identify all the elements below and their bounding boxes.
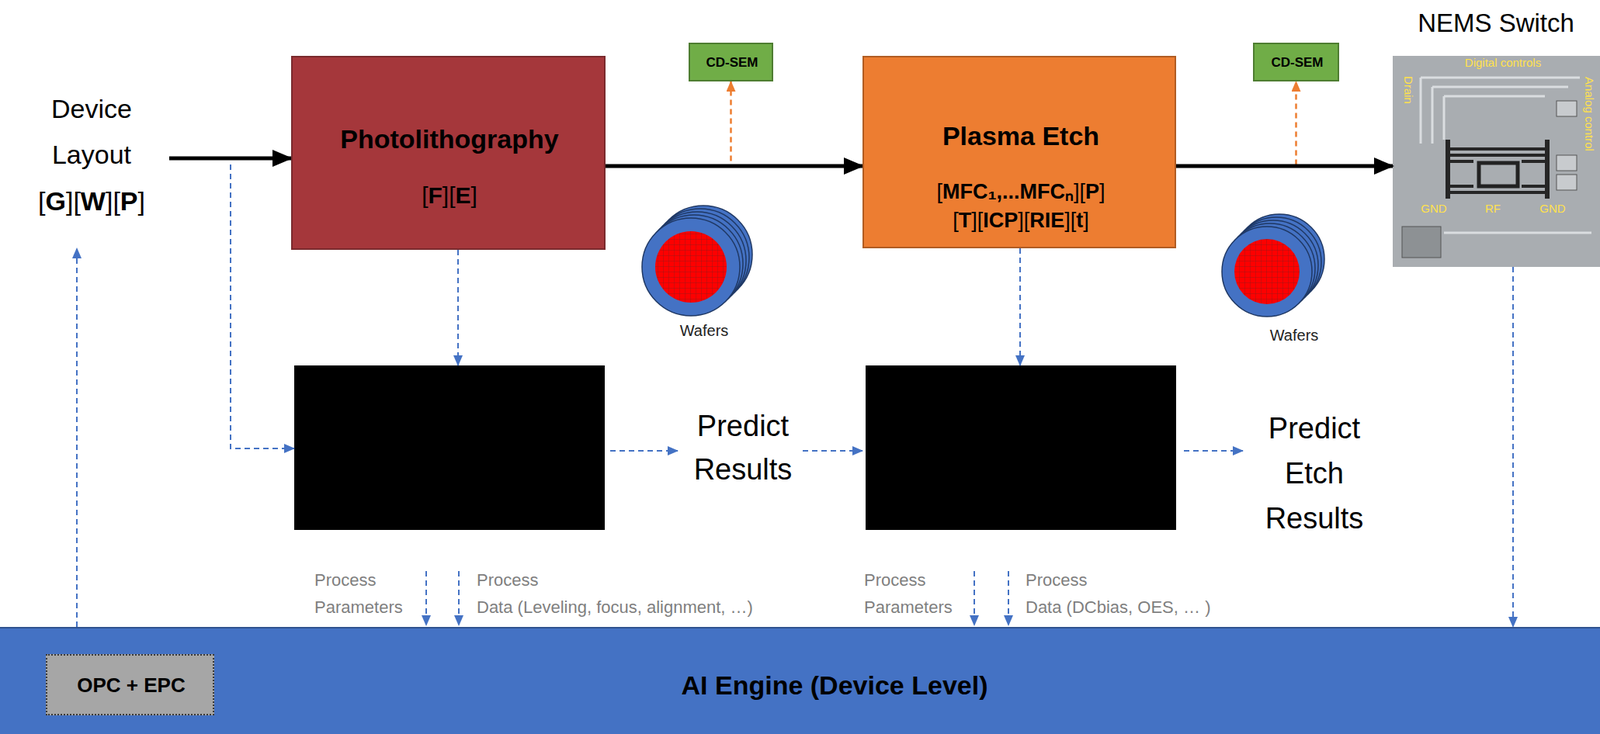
bold-run: P <box>120 186 139 216</box>
nems-chip-photo <box>1392 55 1600 268</box>
drawing-rect <box>1450 159 1474 164</box>
node-text: [F][E] <box>421 181 478 210</box>
node-text: Device Layout <box>51 86 132 178</box>
bold-run: G <box>45 186 66 216</box>
drawing-path <box>425 571 427 626</box>
drawing-path <box>802 450 863 452</box>
drawing-circle <box>655 231 727 303</box>
drawing-rect <box>1556 155 1577 171</box>
bold-run: P <box>1085 180 1100 204</box>
drawing-rect <box>1556 100 1577 117</box>
metrology-box: CD-SEM <box>1252 42 1340 82</box>
input-note: Process Parameters <box>314 566 403 622</box>
input-note: Process Data (Leveling, focus, alignment… <box>476 566 754 622</box>
drawing-rect <box>1450 184 1474 188</box>
drawing-rect <box>1450 190 1545 195</box>
drawing-path <box>458 571 460 626</box>
drawing-path <box>457 249 459 366</box>
flow-arrow <box>605 81 732 167</box>
result-label: Predict Etch Results <box>1265 406 1364 542</box>
input-note: Process Parameters <box>864 566 953 622</box>
flow-arrow <box>1176 164 1393 169</box>
drawing-path <box>1019 248 1021 366</box>
chip-label: Analog control <box>1582 76 1597 152</box>
drawing-path <box>973 571 976 626</box>
drawing-rect <box>1402 226 1441 258</box>
bold-run: E <box>454 182 471 209</box>
layout-block: Device Layout [G][W][P] <box>13 85 170 249</box>
model-box <box>865 365 1177 531</box>
drawing-rect <box>1478 163 1518 187</box>
node-text: Photolithography <box>340 123 559 156</box>
node-text: Plasma Etch <box>942 120 1100 153</box>
drawing-path <box>610 450 678 452</box>
drawing-path <box>1420 77 1592 233</box>
wafer-stack <box>1221 214 1325 317</box>
drawing-rect <box>1544 139 1550 199</box>
process-box: Plasma Etch [MFC₁,...MFCₙ][P] [T][ICP][RI… <box>862 55 1177 249</box>
flow-arrow <box>76 248 78 628</box>
input-note: Process Data (DCbias, OES, … ) <box>1025 566 1211 622</box>
model-box <box>294 365 605 531</box>
device-photo: NEMS Switch <box>1392 3 1600 268</box>
bold-run: W <box>80 186 106 216</box>
metrology-box: CD-SEM <box>688 42 774 82</box>
drawing-path <box>1183 450 1243 452</box>
node-text: OPC + EPC <box>76 673 185 698</box>
drawing-path <box>1007 571 1010 626</box>
chip-label: Digital controls <box>1464 55 1541 70</box>
chip-label: Drain <box>1401 76 1416 105</box>
bold-run: t <box>1075 208 1083 233</box>
wafer-stack <box>642 205 753 316</box>
drawing-rect <box>1445 139 1451 199</box>
bold-run: ICP <box>982 208 1018 233</box>
node-text: CD-SEM <box>705 55 758 71</box>
flow-arrow <box>1176 81 1297 167</box>
bold-run: F <box>427 182 442 209</box>
drawing-rect <box>1521 184 1545 188</box>
drawing-circle <box>642 218 740 316</box>
process-box: Photolithography [F][E] <box>291 55 606 250</box>
bold-run: RIE <box>1029 208 1065 233</box>
drawing-rect <box>1450 153 1545 157</box>
drawing-rect <box>1450 147 1545 151</box>
flow-arrow <box>1512 267 1514 628</box>
bold-run: T <box>958 208 972 233</box>
drawing-rect <box>1556 174 1577 191</box>
drawing-rect <box>1392 55 1600 268</box>
chip-label: GND <box>1539 201 1566 216</box>
wafer-label: Wafers <box>680 321 729 341</box>
wafer-label: Wafers <box>1270 326 1319 345</box>
module-box: OPC + EPC <box>45 654 215 716</box>
flow-arrow <box>169 156 292 161</box>
drawing-circle <box>1234 239 1300 305</box>
chip-label: RF <box>1485 201 1501 216</box>
result-label: Predict Results <box>694 404 793 492</box>
bold-run: MFC₁,...MFCₙ <box>942 180 1074 204</box>
node-text: AI Engine (Device Level) <box>681 669 989 702</box>
engine-band: AI Engine (Device Level) OPC + EPC <box>0 627 1600 734</box>
node-text: [G][W][P] <box>38 185 146 218</box>
drawing-path <box>230 164 295 449</box>
node-text: CD-SEM <box>1270 55 1323 71</box>
drawing-rect <box>1521 159 1545 164</box>
node-text: [MFC₁,...MFCₙ][P] [T][ICP][RIE][t] <box>936 177 1105 236</box>
flow-arrow <box>605 164 863 169</box>
node-text: NEMS Switch <box>1417 7 1575 39</box>
chip-label: GND <box>1420 201 1447 216</box>
drawing-circle <box>1221 226 1312 317</box>
